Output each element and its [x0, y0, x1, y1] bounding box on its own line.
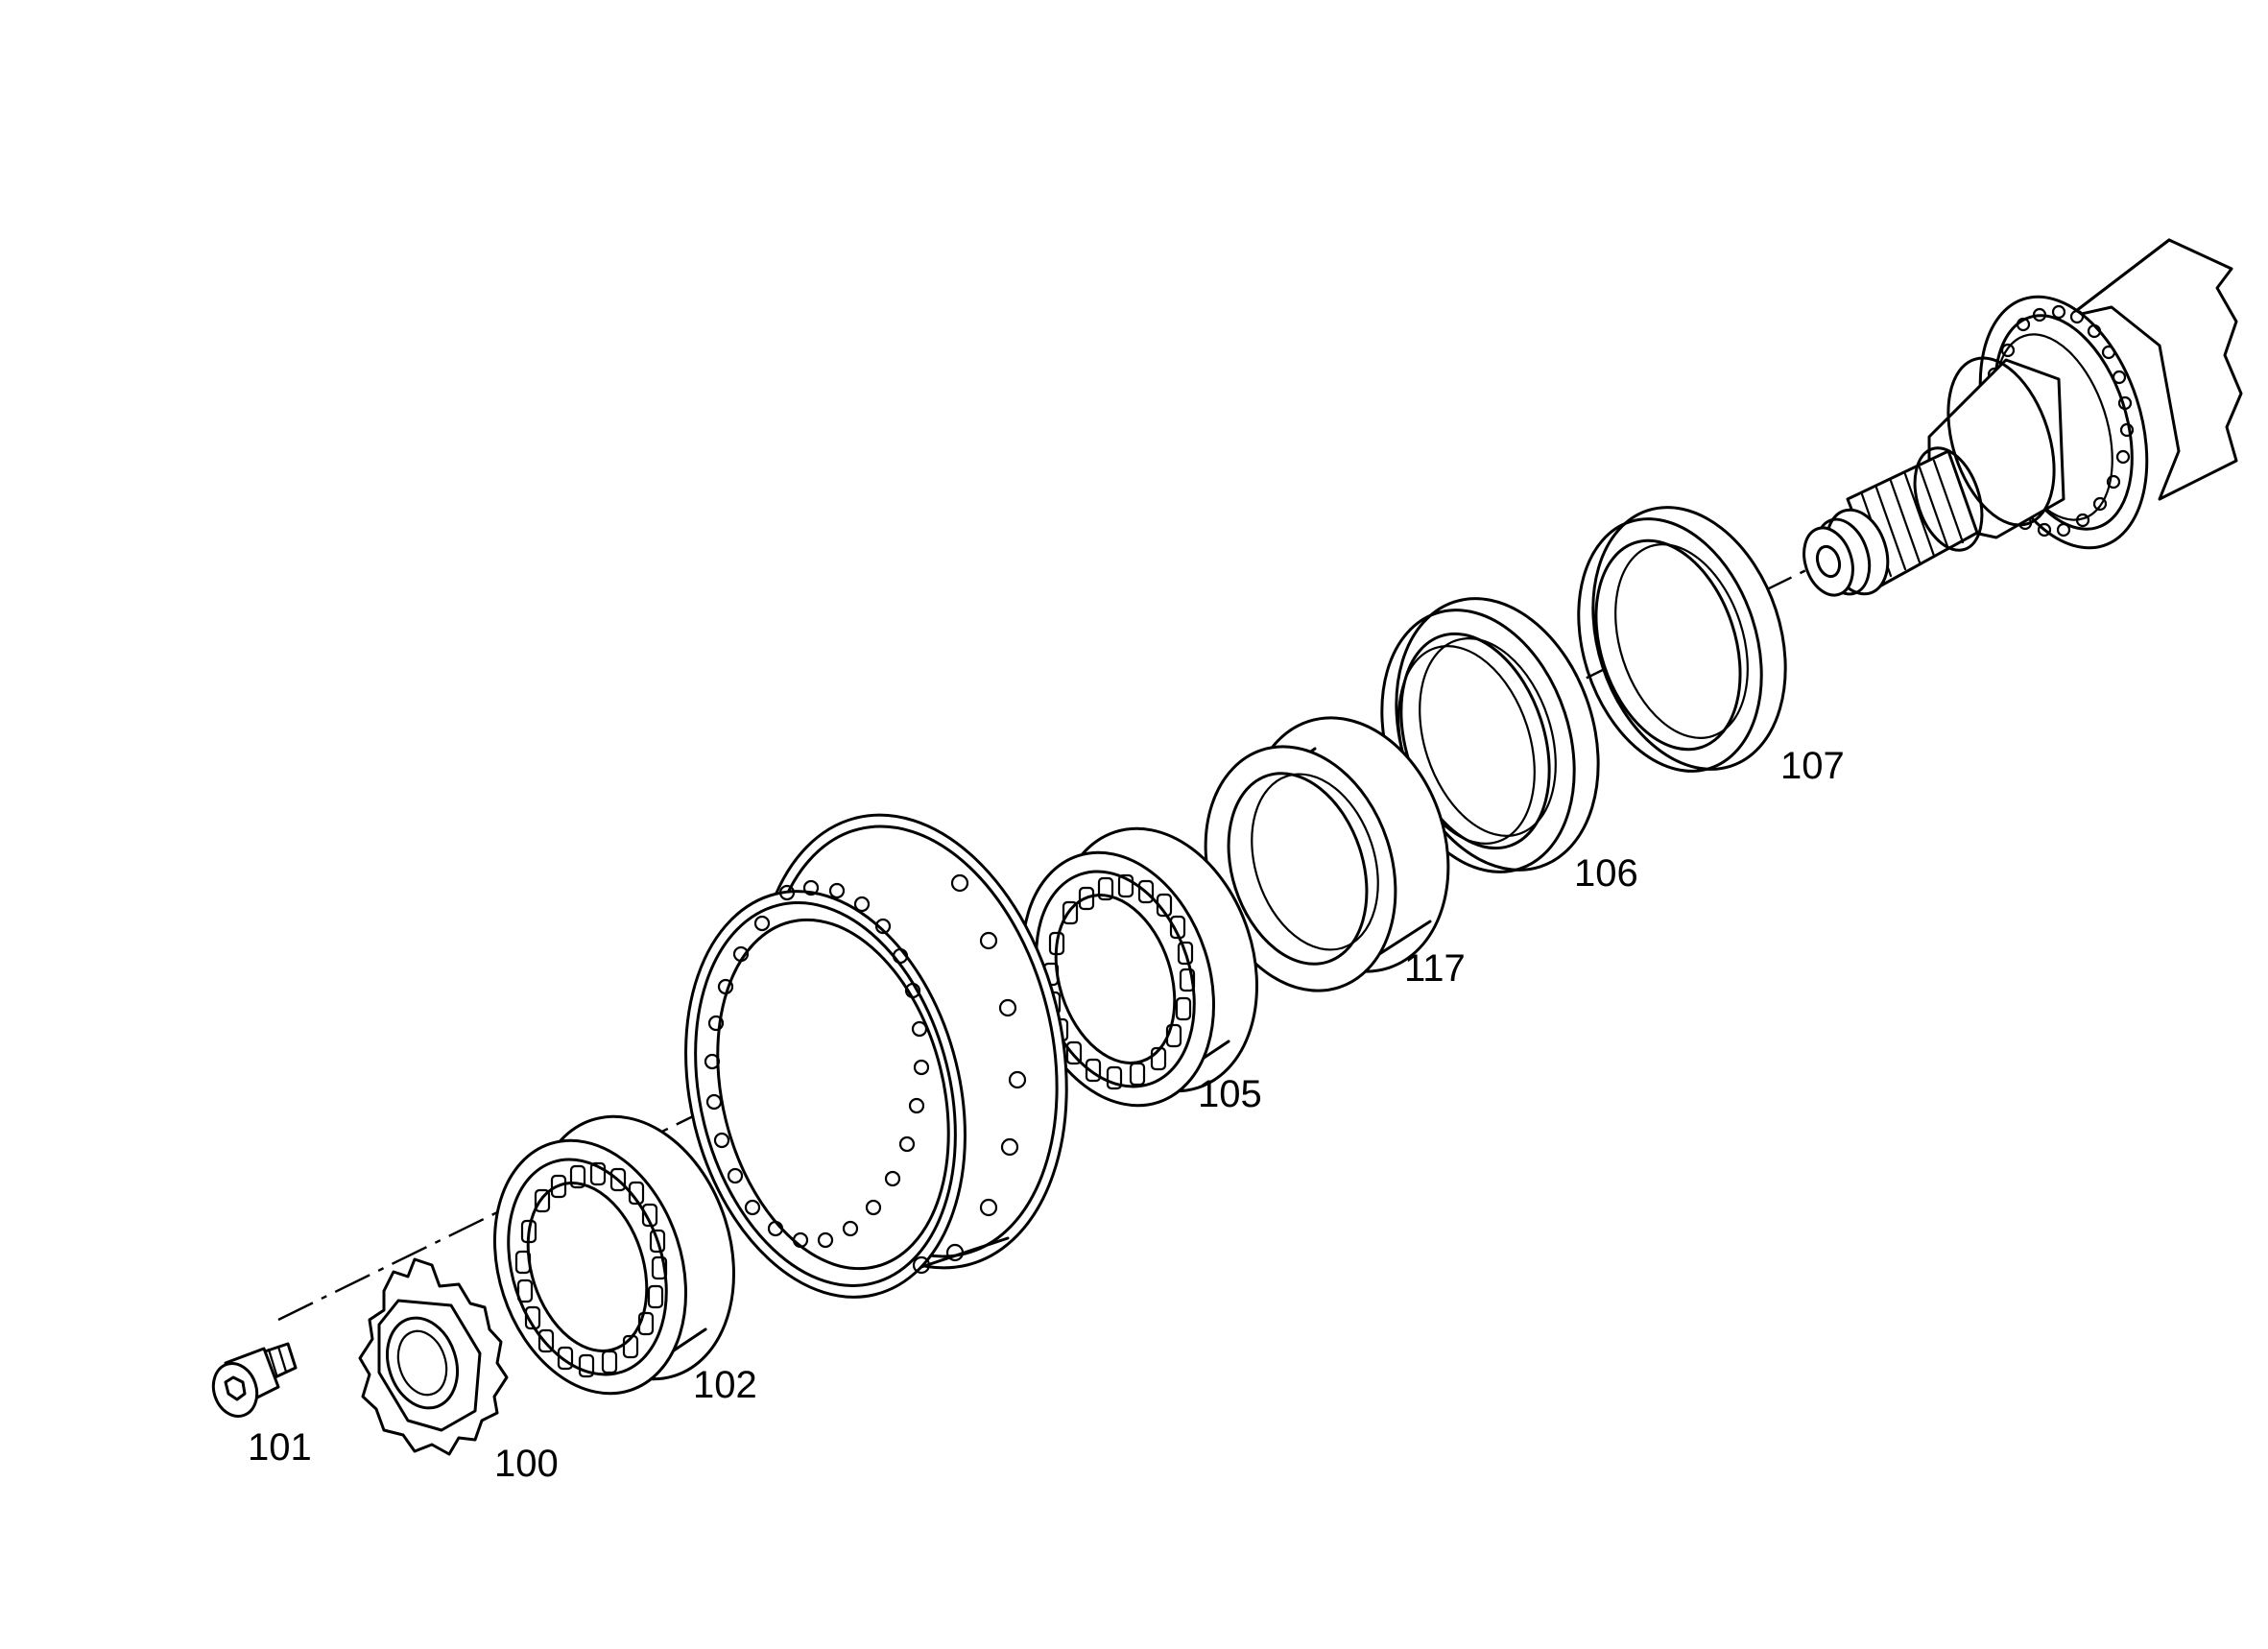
roller-bearing-105-drawing — [1020, 826, 1258, 1108]
wheel-hub-drawing — [684, 813, 1068, 1299]
part-label-117: 117 — [1404, 947, 1466, 990]
splined-shaft-drawing — [1802, 238, 2243, 597]
part-label-101: 101 — [248, 1426, 312, 1469]
seal-ring-107-drawing — [1577, 506, 1787, 773]
part-label-106: 106 — [1574, 852, 1638, 895]
roller-bearing-102-drawing — [492, 1114, 735, 1396]
part-label-100: 100 — [494, 1443, 559, 1485]
socket-screw-101-drawing — [211, 1342, 298, 1418]
part-label-105: 105 — [1198, 1073, 1262, 1115]
part-label-102: 102 — [693, 1364, 757, 1406]
slotted-nut-100-drawing — [358, 1257, 509, 1456]
spacer-ring-117-drawing — [1204, 716, 1450, 992]
part-label-107: 107 — [1780, 745, 1845, 787]
